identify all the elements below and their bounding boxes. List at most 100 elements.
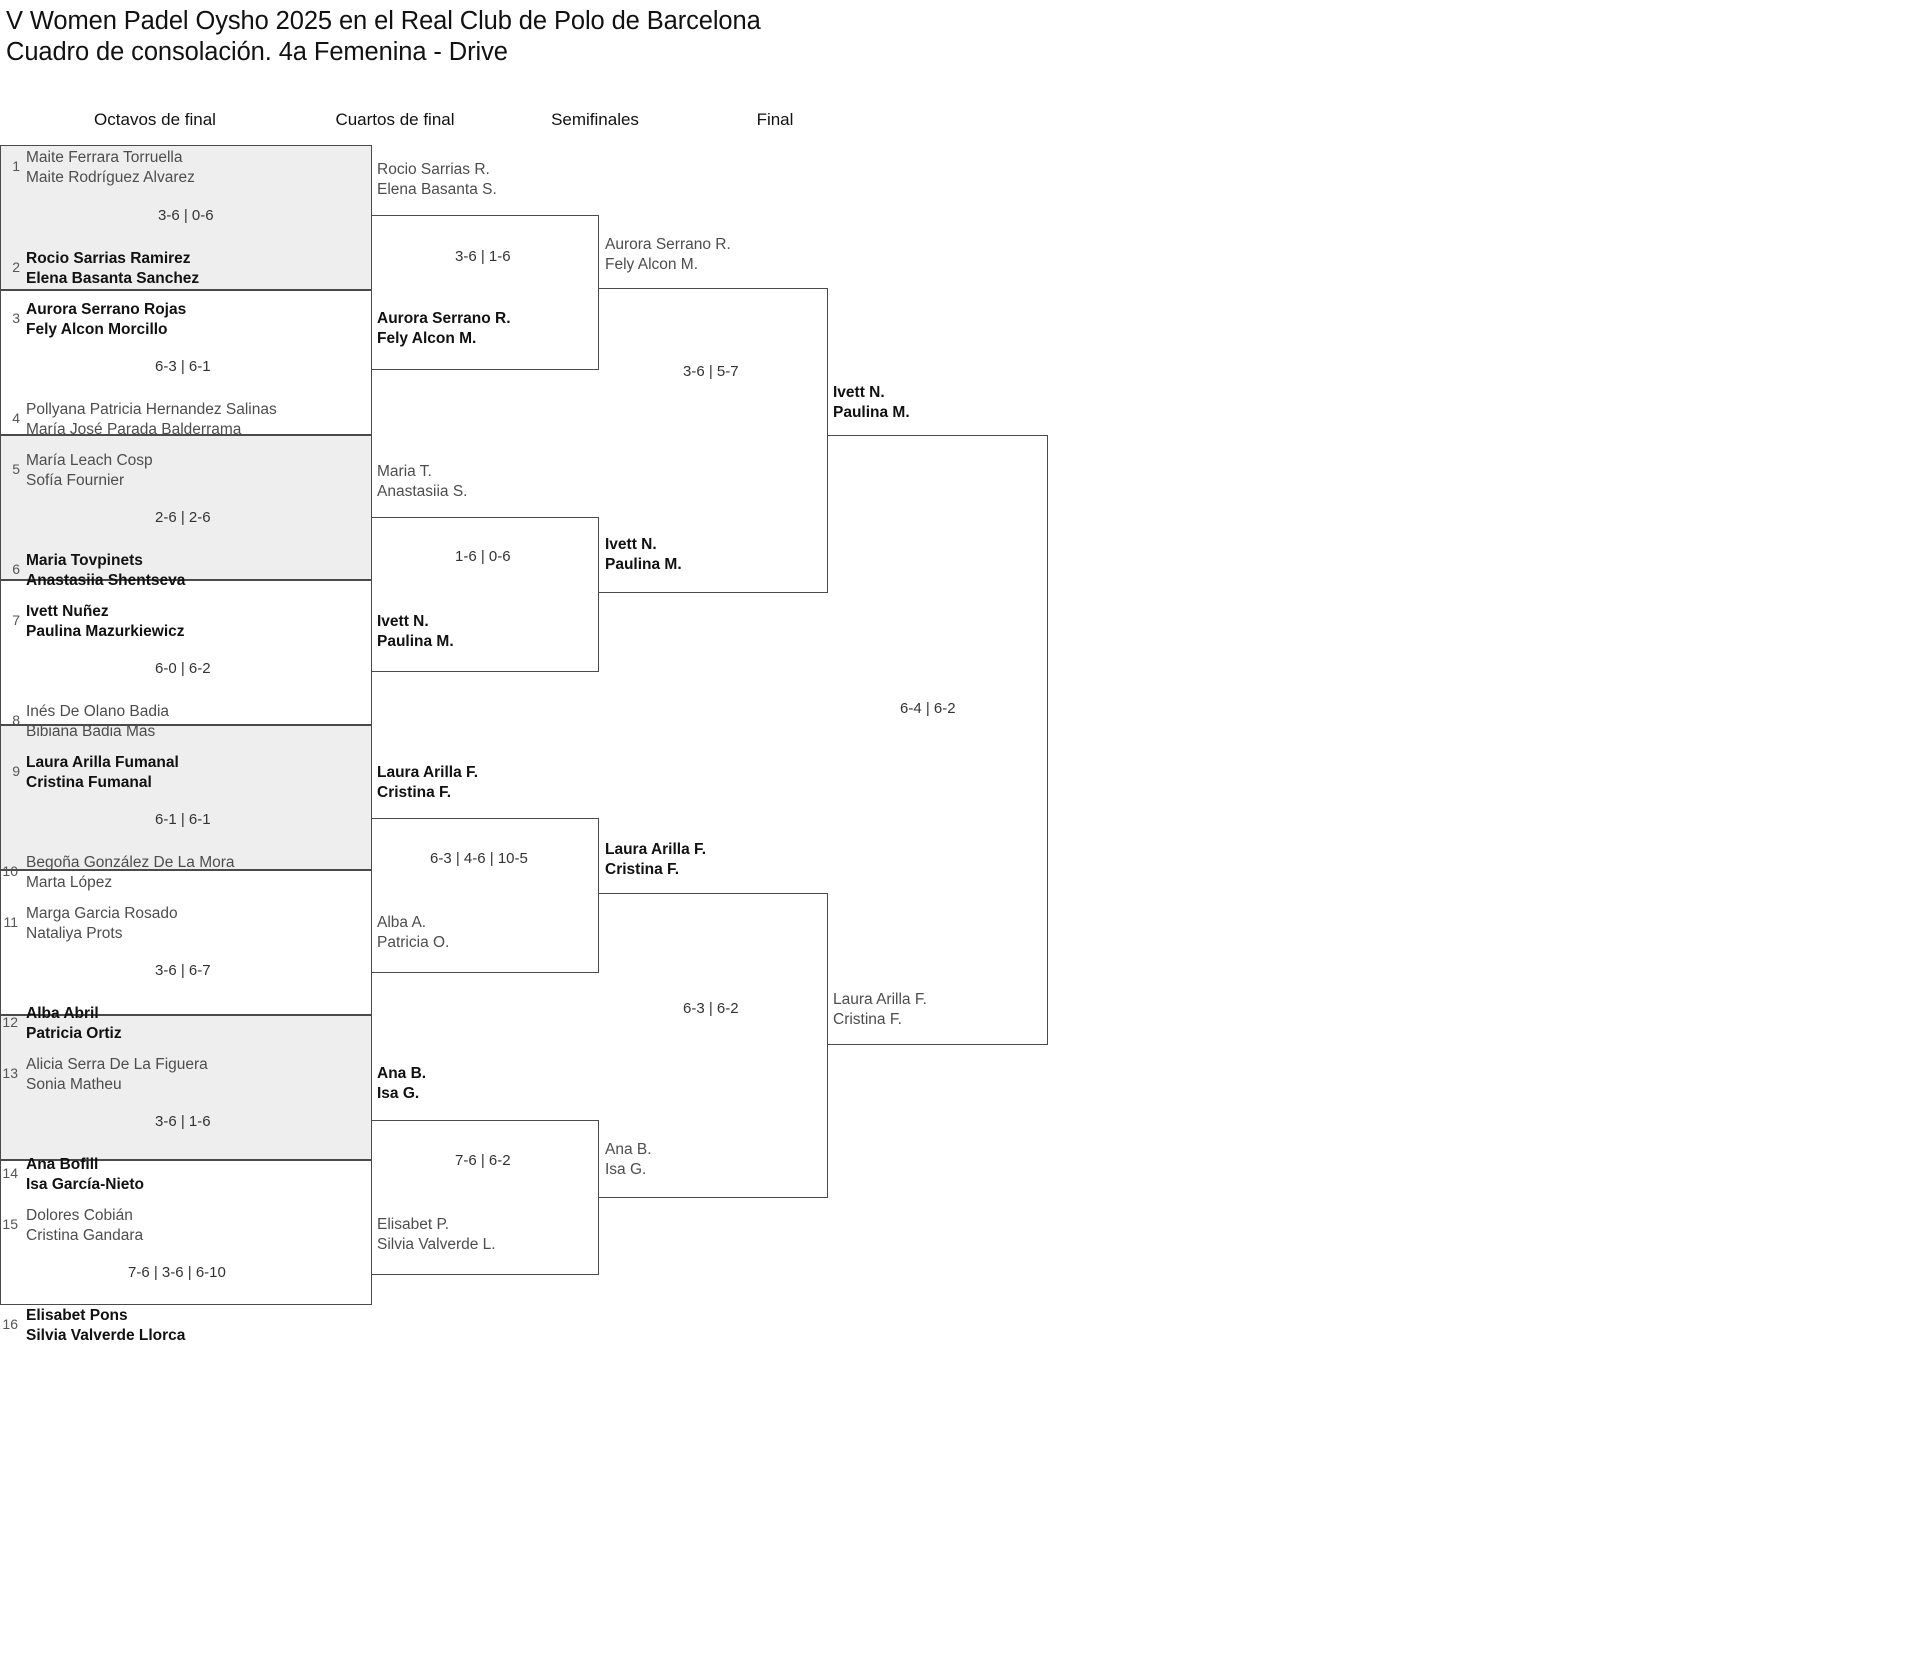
r1-seed-13: 13: [2, 1065, 18, 1081]
r1-seed-1: 1: [12, 158, 20, 174]
final-team-1[interactable]: Ivett N. Paulina M.: [833, 383, 910, 422]
r1-team-8[interactable]: Inés De Olano Badia Bibiana Badia Mas: [26, 702, 169, 741]
player-name: Ana B.: [377, 1065, 427, 1082]
r1-team-7[interactable]: Ivett Nuñez Paulina Mazurkiewicz: [26, 602, 185, 641]
r2-connector-2: [371, 517, 599, 672]
player-name: Maria T.: [377, 463, 432, 480]
r1-score-7: 3-6 | 1-6: [155, 1113, 211, 1130]
r2-connector-1: [371, 215, 599, 370]
r3-team-3[interactable]: Laura Arilla F. Cristina F.: [605, 840, 706, 879]
player-name: Ana Bofill: [26, 1156, 99, 1173]
r1-match-box-2[interactable]: [0, 290, 372, 435]
r2-score-3: 6-3 | 4-6 | 10-5: [430, 850, 528, 867]
round-header-final: Final: [756, 110, 794, 129]
r1-score-1: 3-6 | 0-6: [158, 207, 214, 224]
r2-score-1: 3-6 | 1-6: [455, 248, 511, 265]
r2-score-2: 1-6 | 0-6: [455, 548, 511, 565]
player-name: Maite Ferrara Torruella: [26, 149, 183, 166]
final-team-2[interactable]: Laura Arilla F. Cristina F.: [833, 990, 927, 1029]
player-name: Pollyana Patricia Hernandez Salinas: [26, 401, 277, 418]
player-name: Alba Abril: [26, 1005, 99, 1022]
r2-team-8[interactable]: Elisabet P. Silvia Valverde L.: [377, 1215, 496, 1254]
r2-team-3[interactable]: Maria T. Anastasiia S.: [377, 462, 467, 501]
final-score: 6-4 | 6-2: [900, 700, 956, 717]
r1-score-8: 7-6 | 3-6 | 6-10: [128, 1264, 226, 1281]
r1-team-5[interactable]: María Leach Cosp Sofía Fournier: [26, 451, 153, 490]
r1-team-1[interactable]: Maite Ferrara Torruella Maite Rodríguez …: [26, 148, 195, 187]
r1-team-2[interactable]: Rocio Sarrias Ramirez Elena Basanta Sanc…: [26, 249, 199, 288]
r1-seed-5: 5: [12, 461, 20, 477]
r2-team-7[interactable]: Ana B. Isa G.: [377, 1064, 426, 1103]
player-name: Ivett N.: [605, 536, 657, 553]
r1-team-4[interactable]: Pollyana Patricia Hernandez Salinas Marí…: [26, 400, 277, 439]
player-name: María Leach Cosp: [26, 452, 153, 469]
player-name: Laura Arilla F.: [833, 991, 927, 1008]
r1-seed-15: 15: [2, 1216, 18, 1232]
round-header-semifinales: Semifinales: [551, 110, 639, 129]
r1-score-4: 6-0 | 6-2: [155, 660, 211, 677]
player-name: Aurora Serrano R.: [377, 310, 511, 327]
r3-team-4[interactable]: Ana B. Isa G.: [605, 1140, 652, 1179]
r1-team-6[interactable]: Maria Tovpinets Anastasiia Shentseva: [26, 551, 185, 590]
player-name: Isa G.: [605, 1160, 647, 1178]
r3-score-2: 6-3 | 6-2: [683, 1000, 739, 1017]
r2-team-1[interactable]: Rocio Sarrias R. Elena Basanta S.: [377, 160, 497, 199]
player-name: Paulina M.: [833, 403, 910, 421]
r2-team-6[interactable]: Alba A. Patricia O.: [377, 913, 449, 952]
player-name: Rocio Sarrias Ramirez: [26, 250, 191, 267]
r1-match-box-1[interactable]: [0, 145, 372, 290]
player-name: Dolores Cobián: [26, 1207, 133, 1224]
r1-team-13[interactable]: Alicia Serra De La Figuera Sonia Matheu: [26, 1055, 208, 1094]
player-name: Marga Garcia Rosado: [26, 905, 178, 922]
player-name: Paulina Mazurkiewicz: [26, 622, 185, 640]
player-name: Paulina M.: [377, 632, 454, 650]
r1-team-14[interactable]: Ana Bofill Isa García-Nieto: [26, 1155, 144, 1194]
player-name: Ivett Nuñez: [26, 603, 109, 620]
r3-score-1: 3-6 | 5-7: [683, 363, 739, 380]
r2-team-4[interactable]: Ivett N. Paulina M.: [377, 612, 454, 651]
r2-team-2[interactable]: Aurora Serrano R. Fely Alcon M.: [377, 309, 511, 348]
r1-match-box-5[interactable]: [0, 725, 372, 870]
r3-connector-2: [598, 893, 828, 1198]
r1-match-box-6[interactable]: [0, 870, 372, 1015]
player-name: Fely Alcon Morcillo: [26, 320, 168, 338]
player-name: Cristina F.: [833, 1010, 902, 1028]
r1-team-10[interactable]: Begoña González De La Mora Marta López: [26, 853, 235, 892]
r1-team-12[interactable]: Alba Abril Patricia Ortiz: [26, 1004, 122, 1043]
r1-match-box-7[interactable]: [0, 1015, 372, 1160]
r2-score-4: 7-6 | 6-2: [455, 1152, 511, 1169]
title-line-1: V Women Padel Oysho 2025 en el Real Club…: [6, 7, 761, 35]
r1-match-box-3[interactable]: [0, 435, 372, 580]
r1-match-box-4[interactable]: [0, 580, 372, 725]
player-name: Paulina M.: [605, 555, 682, 573]
player-name: Aurora Serrano Rojas: [26, 301, 187, 318]
r1-match-box-8[interactable]: [0, 1160, 372, 1305]
r1-team-3[interactable]: Aurora Serrano Rojas Fely Alcon Morcillo: [26, 300, 186, 339]
r1-seed-14: 14: [2, 1165, 18, 1181]
r1-seed-8: 8: [12, 712, 20, 728]
r1-seed-7: 7: [12, 612, 20, 628]
r3-connector-1: [598, 288, 828, 593]
round-header-octavos: Octavos de final: [94, 110, 216, 129]
r1-seed-16: 16: [2, 1316, 18, 1332]
player-name: Aurora Serrano R.: [605, 236, 731, 253]
player-name: Sofía Fournier: [26, 471, 125, 489]
player-name: Maria Tovpinets: [26, 552, 143, 569]
r1-seed-9: 9: [12, 763, 20, 779]
r2-team-5[interactable]: Laura Arilla F. Cristina F.: [377, 763, 478, 802]
r1-team-11[interactable]: Marga Garcia Rosado Nataliya Prots: [26, 904, 178, 943]
round-header-cuartos: Cuartos de final: [335, 110, 455, 129]
player-name: Patricia O.: [377, 933, 450, 951]
player-name: Marta López: [26, 873, 113, 891]
player-name: María José Parada Balderrama: [26, 420, 242, 438]
player-name: Elisabet Pons: [26, 1307, 128, 1324]
player-name: Ivett N.: [377, 613, 429, 630]
player-name: Maite Rodríguez Alvarez: [26, 168, 195, 186]
r1-team-9[interactable]: Laura Arilla Fumanal Cristina Fumanal: [26, 753, 179, 792]
r1-team-15[interactable]: Dolores Cobián Cristina Gandara: [26, 1206, 143, 1245]
r3-team-2[interactable]: Ivett N. Paulina M.: [605, 535, 682, 574]
r1-seed-12: 12: [2, 1014, 18, 1030]
player-name: Cristina Gandara: [26, 1226, 144, 1244]
r1-team-16[interactable]: Elisabet Pons Silvia Valverde Llorca: [26, 1306, 185, 1345]
r3-team-1[interactable]: Aurora Serrano R. Fely Alcon M.: [605, 235, 731, 274]
